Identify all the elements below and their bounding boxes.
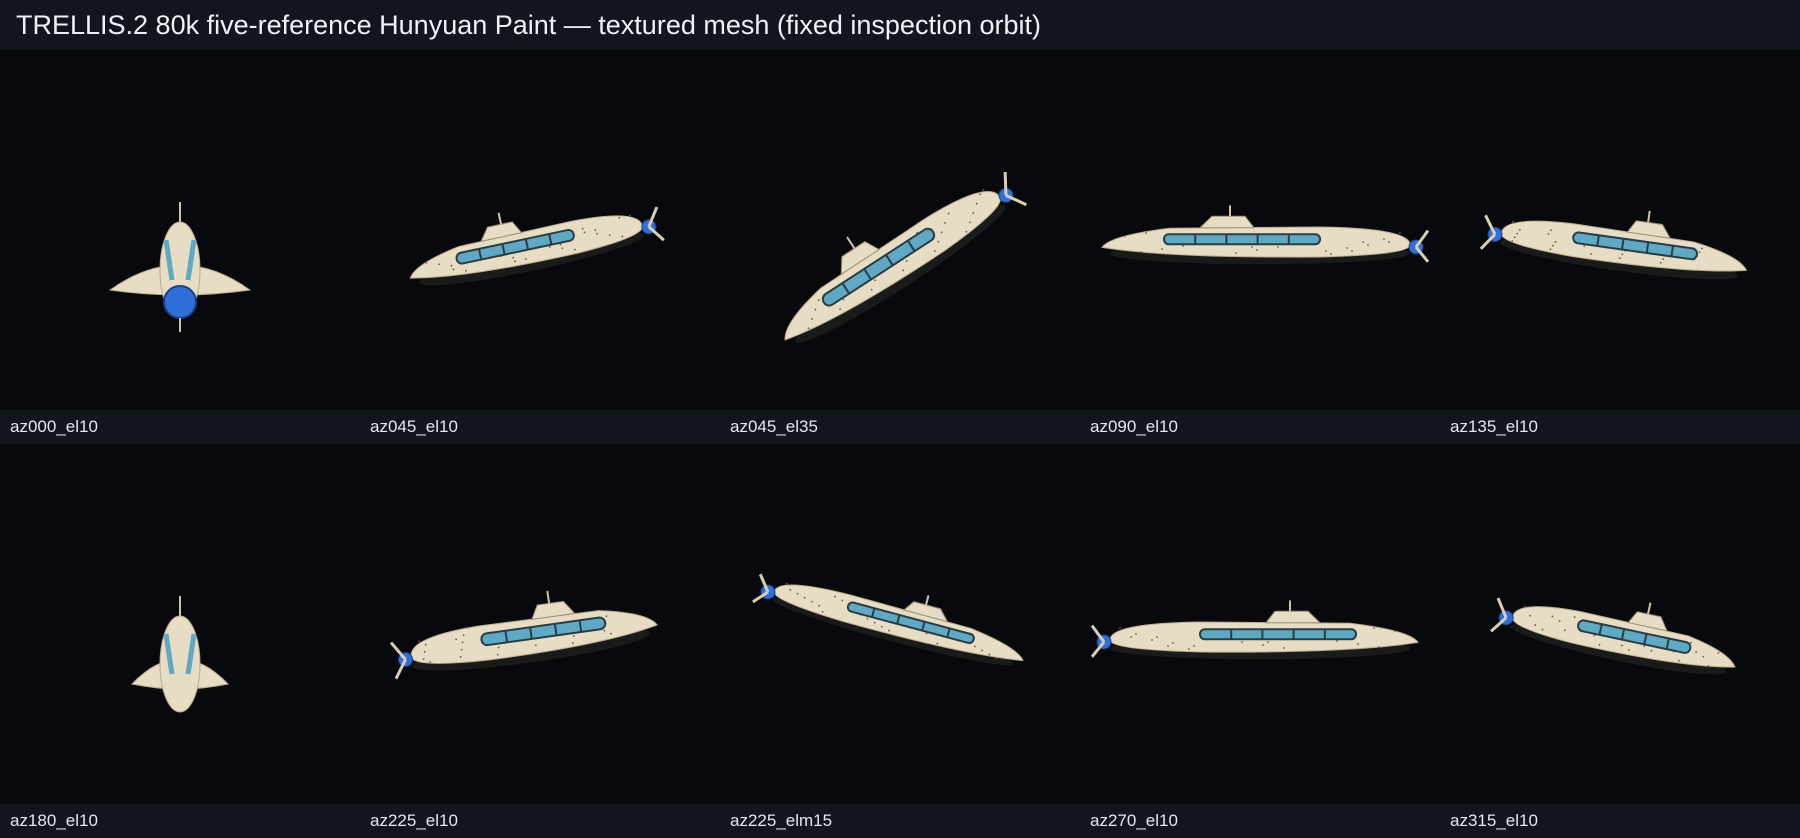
submarine-hull: [409, 206, 665, 286]
render-viewport[interactable]: [0, 50, 360, 410]
submarine-hull: [108, 202, 252, 332]
submarine-render: [1479, 210, 1748, 280]
submarine-hull: [1479, 210, 1748, 280]
view-label: az225_elm15: [720, 804, 1080, 838]
view-label: az090_el10: [1080, 410, 1440, 444]
view-cell[interactable]: az315_el10: [1440, 444, 1800, 838]
render-viewport[interactable]: [0, 444, 360, 804]
submarine-hull: [131, 596, 229, 713]
view-label: az045_el35: [720, 410, 1080, 444]
view-label: az000_el10: [0, 410, 360, 444]
submarine-hull: [389, 590, 658, 680]
view-label: az045_el10: [360, 410, 720, 444]
submarine-render: [784, 171, 1027, 343]
submarine-render: [1101, 205, 1430, 265]
page-title: TRELLIS.2 80k five-reference Hunyuan Pai…: [0, 0, 1800, 50]
submarine-hull: [1490, 597, 1736, 675]
view-grid: az000_el10 az045_el10 az045_el35 az090_e…: [0, 50, 1800, 838]
view-cell[interactable]: az225_el10: [360, 444, 720, 838]
render-viewport[interactable]: [1080, 444, 1440, 804]
view-label: az180_el10: [0, 804, 360, 838]
render-viewport[interactable]: [1440, 444, 1800, 804]
view-cell[interactable]: az090_el10: [1080, 50, 1440, 444]
submarine-hull: [1101, 205, 1430, 265]
submarine-render: [108, 202, 252, 332]
render-viewport[interactable]: [720, 444, 1080, 804]
render-viewport[interactable]: [360, 444, 720, 804]
view-cell[interactable]: az045_el35: [720, 50, 1080, 444]
view-cell[interactable]: az135_el10: [1440, 50, 1800, 444]
view-cell[interactable]: az045_el10: [360, 50, 720, 444]
render-viewport[interactable]: [1080, 50, 1440, 410]
view-cell[interactable]: az270_el10: [1080, 444, 1440, 838]
view-cell[interactable]: az000_el10: [0, 50, 360, 444]
submarine-render: [389, 590, 658, 680]
render-viewport[interactable]: [360, 50, 720, 410]
view-label: az225_el10: [360, 804, 720, 838]
submarine-render: [1090, 600, 1419, 660]
submarine-render: [752, 573, 1024, 666]
view-cell[interactable]: az180_el10: [0, 444, 360, 838]
submarine-render: [131, 596, 229, 713]
view-label: az135_el10: [1440, 410, 1800, 444]
view-label: az270_el10: [1080, 804, 1440, 838]
submarine-hull: [784, 171, 1027, 343]
submarine-render: [409, 206, 665, 286]
submarine-hull: [1090, 600, 1419, 660]
render-viewport[interactable]: [720, 50, 1080, 410]
view-cell[interactable]: az225_elm15: [720, 444, 1080, 838]
submarine-render: [1490, 597, 1736, 675]
render-viewport[interactable]: [1440, 50, 1800, 410]
view-label: az315_el10: [1440, 804, 1800, 838]
submarine-hull: [752, 573, 1024, 666]
